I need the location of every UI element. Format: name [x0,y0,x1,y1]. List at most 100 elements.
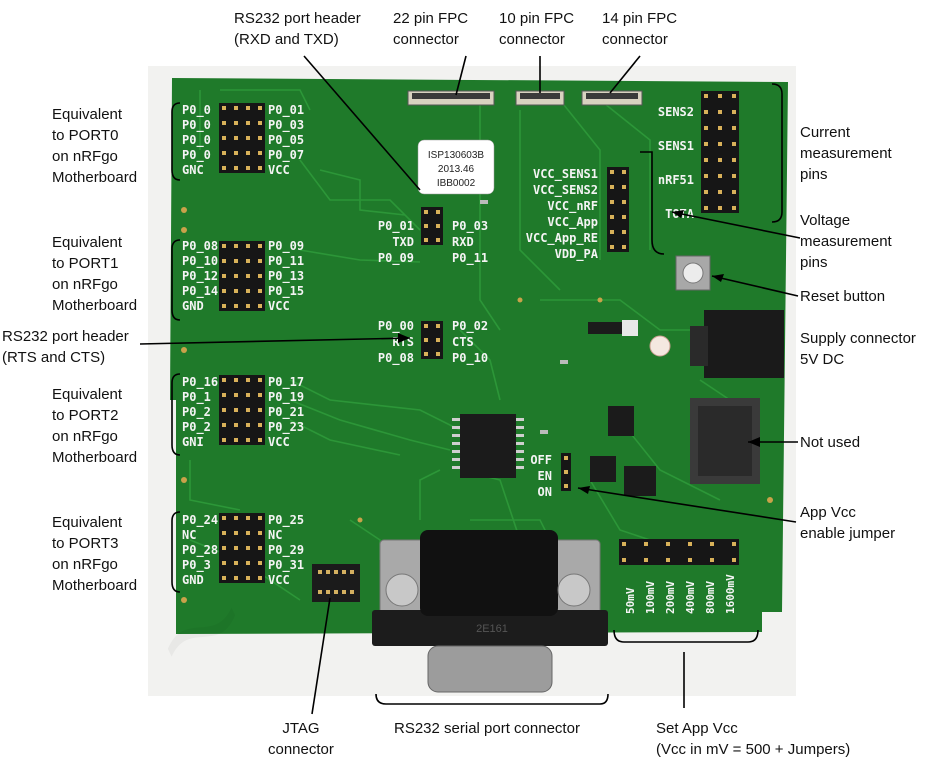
leader-fpc14 [609,55,641,94]
silk-port1-right-2: P0_13 [268,269,304,284]
silk-mv-4: 800mV [704,581,717,614]
supply-connector-jack [704,310,784,378]
silk-vcc-5: VDD_PA [555,247,599,262]
current-measure-header [701,91,739,213]
silk-mv-1: 100mV [644,581,657,614]
callout-not-used: Not used [800,434,861,451]
leader-rs232-rts-cts [139,337,411,345]
silk-port0-right-1: P0_03 [268,118,304,133]
regulator-chip [608,406,634,436]
silk-uart-top-left-0: P0_01 [378,219,414,234]
bracket-current [771,83,783,223]
leader-fpc22 [455,55,467,96]
callout-rs232-serial: RS232 serial port connector [394,720,580,737]
silk-enable-0: OFF [530,453,552,467]
silk-port2-left-0: P0_16 [182,375,218,390]
silk-port0-right-0: P0_01 [268,103,304,118]
db9-marking: 2E161 [476,623,508,635]
leader-jtag [311,597,331,715]
enable-jumper-header [561,453,571,491]
silk-port3-right-1: NC [268,528,282,542]
silk-vcc-4: VCC_App_RE [526,231,598,246]
silk-vcc-0: VCC_SENS1 [533,167,598,182]
port3-header [219,513,265,583]
bracket-port2 [171,373,181,456]
leader-reset [711,275,799,297]
silk-port1-right-0: P0_09 [268,239,304,254]
callout-voltage: Voltage measurement pins [800,212,892,271]
silk-mv-2: 200mV [664,581,677,614]
silk-vcc-1: VCC_SENS2 [533,183,598,198]
rxd-txd-header [421,207,443,245]
port0-header [219,103,265,173]
silk-port0-left-0: P0_0 [182,103,211,118]
fpc-connectors [407,90,643,106]
port2-header [219,375,265,445]
callout-port0: Equivalent to PORT0 on nRFgo Motherboard [52,106,138,186]
silk-sens-1: SENS1 [658,139,694,153]
callout-fpc14: 14 pin FPC connector [602,10,678,48]
callout-fpc10: 10 pin FPC connector [499,10,575,48]
silk-uart-mid-right-1: CTS [452,335,474,349]
silk-port2-left-2: P0_2 [182,405,211,420]
silk-uart-mid-right-0: P0_02 [452,319,488,334]
silk-port3-left-4: GND [182,573,204,587]
callout-reset: Reset button [800,288,886,305]
bracket-set-app-vcc [613,629,759,643]
silk-port1-right-3: P0_15 [268,284,304,299]
callout-port3: Equivalent to PORT3 on nRFgo Motherboard [52,514,138,594]
silk-sens-2: nRF51 [658,173,694,187]
callout-app-vcc: App Vcc enable jumper [800,504,896,542]
port1-header [219,241,265,311]
leader-voltage [671,211,801,239]
leader-lines [139,55,801,715]
silk-port3-left-2: P0_28 [182,543,218,558]
db9-connector: 2E161 [372,530,608,693]
rs232-transceiver-chip [460,414,516,478]
callout-port1: Equivalent to PORT1 on nRFgo Motherboard [52,234,138,314]
board-label-line1: ISP130603B [428,150,484,161]
silk-uart-top-right-0: P0_03 [452,219,488,234]
silk-port3-left-0: P0_24 [182,513,218,528]
bracket-port3 [171,511,181,593]
bracket-port1 [171,239,181,321]
board-label-line2: 2013.46 [438,164,475,175]
callout-set-app-vcc: Set App Vcc (Vcc in mV = 500 + Jumpers) [656,720,851,758]
silk-port0-left-1: P0_0 [182,118,211,133]
callout-rs232-rts-cts: RS232 port header (RTS and CTS) [2,328,129,366]
led [649,335,671,357]
silk-port2-right-4: VCC [268,435,290,449]
silk-uart-mid-right-2: P0_10 [452,351,488,366]
silk-port2-left-4: GNI [182,435,204,449]
smd-part [588,322,622,334]
silk-uart-top-right-2: P0_11 [452,251,488,266]
silk-uart-top-left-1: TXD [392,235,414,249]
silk-port0-left-2: P0_0 [182,133,211,148]
pin-headers [219,91,739,583]
silk-port1-left-1: P0_10 [182,254,218,269]
silk-port1-left-3: P0_14 [182,284,218,299]
silk-port1-left-4: GND [182,299,204,313]
silk-uart-mid-left-2: P0_08 [378,351,414,366]
silk-uart-mid-left-0: P0_00 [378,319,414,334]
silk-port2-left-3: P0_2 [182,420,211,435]
silk-uart-top-right-1: RXD [452,235,474,249]
rts-cts-header [421,321,443,359]
silk-sens-0: SENS2 [658,105,694,119]
silk-port0-left-3: P0_0 [182,148,211,163]
silk-port0-right-4: VCC [268,163,290,177]
leader-app-vcc [577,487,797,523]
silk-port3-right-4: VCC [268,573,290,587]
bracket-port0 [171,102,181,181]
set-vcc-jumpers [619,539,739,565]
leader-rs232-rxd-txd [303,55,421,191]
callout-jtag: JTAG connector [268,720,334,758]
jtag-connector [312,564,360,602]
bracket-voltage [640,151,665,255]
silk-port3-left-1: NC [182,528,196,542]
silk-port2-right-1: P0_19 [268,390,304,405]
silk-enable-2: ON [538,485,552,499]
